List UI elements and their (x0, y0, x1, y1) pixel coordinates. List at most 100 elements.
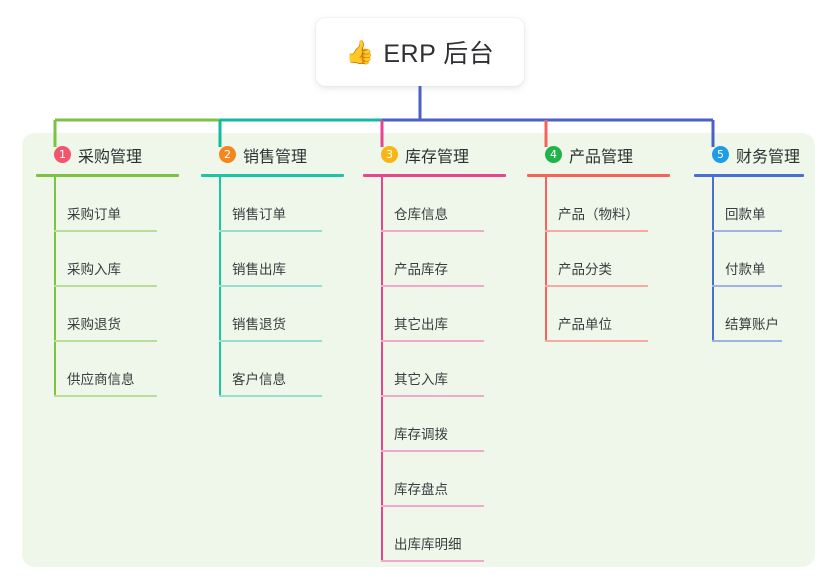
branch-item-label: 供应商信息 (67, 372, 135, 387)
branch-item-label: 结算账户 (725, 317, 779, 332)
branch-title: 库存管理 (405, 148, 470, 166)
root-node-title: ERP 后台 (383, 40, 495, 68)
branch-number-badge: 4 (545, 146, 562, 163)
branch-item[interactable]: 付款单 (694, 232, 816, 287)
branch-item[interactable]: 产品（物料） (527, 177, 682, 232)
branch-item[interactable]: 其它入库 (363, 342, 518, 397)
branch-item-rule (712, 285, 782, 287)
branch-item[interactable]: 销售出库 (201, 232, 356, 287)
branch-item-label: 客户信息 (232, 372, 286, 387)
branch-item-rule (54, 230, 157, 232)
branch-item-label: 产品分类 (558, 262, 612, 277)
branch-item-label: 出库库明细 (394, 537, 462, 552)
branch-items: 回款单付款单结算账户 (694, 177, 816, 342)
branch-number-badge: 1 (54, 146, 71, 163)
branch-item-label: 销售出库 (232, 262, 286, 277)
branch-number-badge: 3 (381, 146, 398, 163)
branch-spine (712, 177, 714, 342)
branch-item-rule (219, 285, 322, 287)
branch-item-label: 销售退货 (232, 317, 286, 332)
branch-spine (219, 177, 221, 397)
branch-item-label: 仓库信息 (394, 207, 448, 222)
branch-number-badge: 5 (712, 146, 729, 163)
branch-header-1[interactable]: 1 采购管理 (36, 141, 191, 168)
branch-spine (381, 177, 383, 562)
branch-item-rule (381, 230, 484, 232)
branch-item-rule (712, 230, 782, 232)
branch-item-label: 回款单 (725, 207, 766, 222)
branch-column-1: 1 采购管理采购订单采购入库采购退货供应商信息 (36, 141, 191, 397)
branch-column-3: 3 库存管理仓库信息产品库存其它出库其它入库库存调拨库存盘点出库库明细 (363, 141, 518, 562)
branch-items: 销售订单销售出库销售退货客户信息 (201, 177, 356, 397)
branch-item[interactable]: 销售订单 (201, 177, 356, 232)
branch-item[interactable]: 库存盘点 (363, 452, 518, 507)
branch-item-rule (381, 560, 484, 562)
branch-item-rule (381, 285, 484, 287)
branch-item[interactable]: 仓库信息 (363, 177, 518, 232)
branch-header-5[interactable]: 5 财务管理 (694, 141, 816, 168)
branch-header-rule (201, 174, 344, 177)
thumbs-up-icon: 👍 (345, 38, 375, 65)
branch-header-rule (694, 174, 804, 177)
branch-item-label: 采购订单 (67, 207, 121, 222)
branch-item-rule (219, 395, 322, 397)
branch-title: 产品管理 (569, 148, 634, 166)
branch-title: 销售管理 (243, 148, 308, 166)
branch-item-rule (381, 505, 484, 507)
branch-spine (54, 177, 56, 397)
branch-item-label: 产品（物料） (558, 207, 639, 222)
branch-item-label: 库存调拨 (394, 427, 448, 442)
branch-title: 财务管理 (736, 148, 801, 166)
branch-column-2: 2 销售管理销售订单销售出库销售退货客户信息 (201, 141, 356, 397)
branch-item-rule (545, 230, 648, 232)
branch-item[interactable]: 出库库明细 (363, 507, 518, 562)
branch-header-3[interactable]: 3 库存管理 (363, 141, 518, 168)
branch-item-rule (54, 285, 157, 287)
branch-column-4: 4 产品管理产品（物料） 产品分类产品单位 (527, 141, 682, 342)
branch-item-rule (381, 395, 484, 397)
branch-item[interactable]: 采购入库 (36, 232, 191, 287)
branch-column-5: 5 财务管理回款单付款单结算账户 (694, 141, 816, 342)
branch-item[interactable]: 回款单 (694, 177, 816, 232)
branch-header-rule (36, 174, 179, 177)
diagram-panel (22, 133, 815, 567)
branch-item-rule (54, 395, 157, 397)
branch-number-badge: 2 (219, 146, 236, 163)
branch-item-label: 其它入库 (394, 372, 448, 387)
branch-item-label: 付款单 (725, 262, 766, 277)
branch-item-rule (545, 340, 648, 342)
branch-item-label: 采购入库 (67, 262, 121, 277)
branch-item-rule (54, 340, 157, 342)
branch-item[interactable]: 供应商信息 (36, 342, 191, 397)
branch-header-2[interactable]: 2 销售管理 (201, 141, 356, 168)
branch-item-label: 库存盘点 (394, 482, 448, 497)
branch-item[interactable]: 产品分类 (527, 232, 682, 287)
branch-item[interactable]: 销售退货 (201, 287, 356, 342)
branch-item[interactable]: 采购订单 (36, 177, 191, 232)
branch-item-rule (545, 285, 648, 287)
branch-item[interactable]: 客户信息 (201, 342, 356, 397)
branch-item[interactable]: 产品单位 (527, 287, 682, 342)
branch-items: 仓库信息产品库存其它出库其它入库库存调拨库存盘点出库库明细 (363, 177, 518, 562)
branch-item[interactable]: 其它出库 (363, 287, 518, 342)
branch-item[interactable]: 库存调拨 (363, 397, 518, 452)
branch-title: 采购管理 (78, 148, 143, 166)
branch-item-label: 销售订单 (232, 207, 286, 222)
branch-header-4[interactable]: 4 产品管理 (527, 141, 682, 168)
branch-item-rule (219, 340, 322, 342)
branch-item-rule (381, 450, 484, 452)
branch-item[interactable]: 采购退货 (36, 287, 191, 342)
branch-item[interactable]: 结算账户 (694, 287, 816, 342)
branch-header-rule (527, 174, 670, 177)
branch-item-label: 其它出库 (394, 317, 448, 332)
branch-spine (545, 177, 547, 342)
branch-item-label: 采购退货 (67, 317, 121, 332)
branch-header-rule (363, 174, 506, 177)
branch-item-rule (381, 340, 484, 342)
branch-item[interactable]: 产品库存 (363, 232, 518, 287)
branch-item-rule (712, 340, 782, 342)
branch-item-label: 产品库存 (394, 262, 448, 277)
branch-items: 产品（物料） 产品分类产品单位 (527, 177, 682, 342)
root-node-card[interactable]: 👍 ERP 后台 (316, 18, 524, 86)
